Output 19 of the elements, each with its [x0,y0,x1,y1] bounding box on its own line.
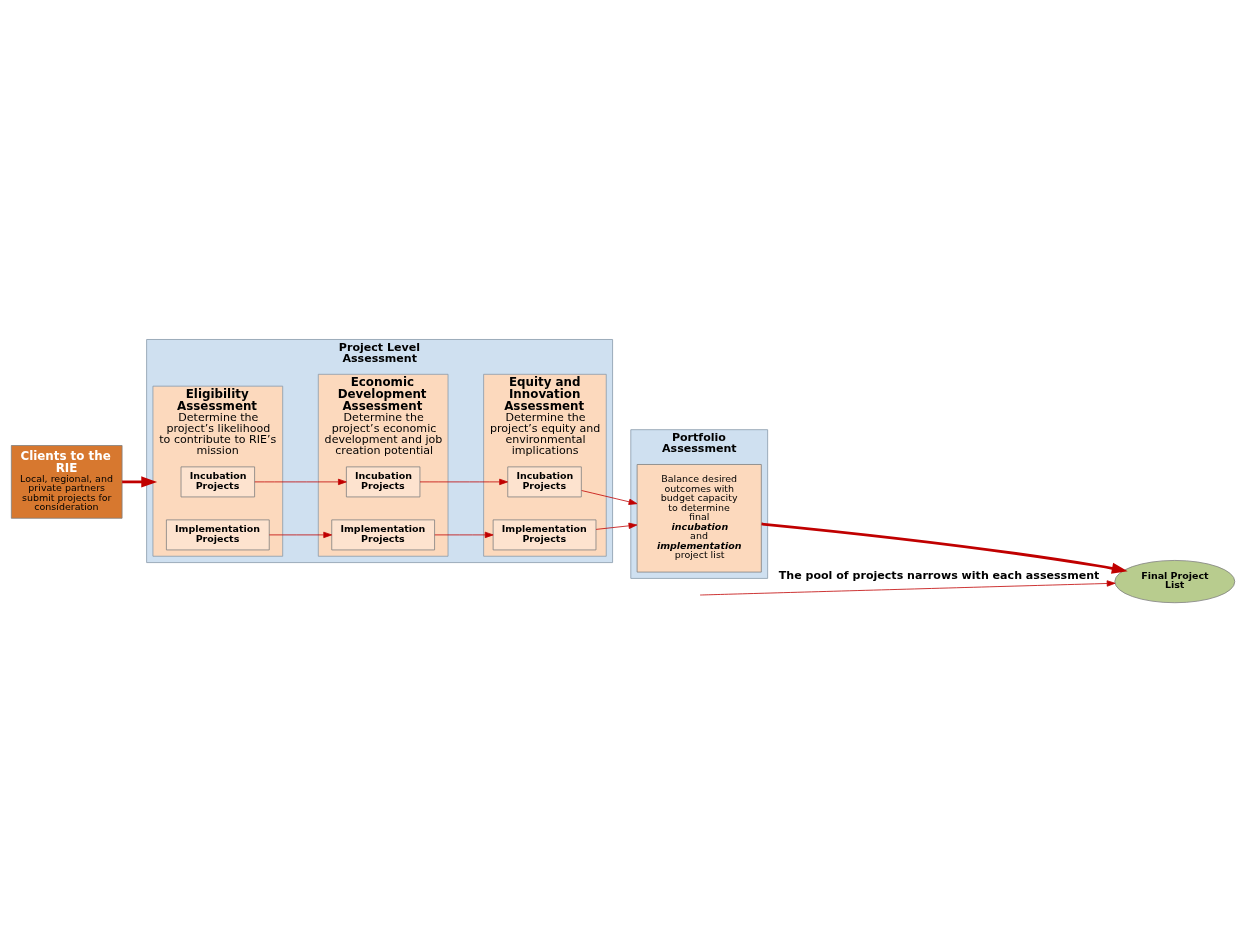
arrow [581,490,638,505]
node-box: Incubation Projects [180,466,255,498]
edge-label: The pool of projects narrows with each assessment [778,569,1100,583]
arrow [434,531,494,539]
arrow [595,522,638,530]
arrow [254,478,347,486]
node-box: Implementation Projects [492,519,597,551]
node-ellipse: Final Project List [1114,560,1236,604]
node-box: Implementation Projects [331,519,435,551]
node-box: Incubation Projects [507,466,582,498]
node-box: Incubation Projects [346,466,421,498]
arrow [419,478,508,486]
node-box: Balance desired outcomes with budget capacity to determine final incubation and implementation project list [636,464,762,573]
arrow [268,531,333,539]
arrow [699,580,1116,596]
arrow [122,476,158,488]
node-box: Clients to the RIE Local, regional, and private partners submit projects for consideration [10,445,123,519]
node-box: Implementation Projects [166,519,270,551]
arrow [761,522,1128,574]
